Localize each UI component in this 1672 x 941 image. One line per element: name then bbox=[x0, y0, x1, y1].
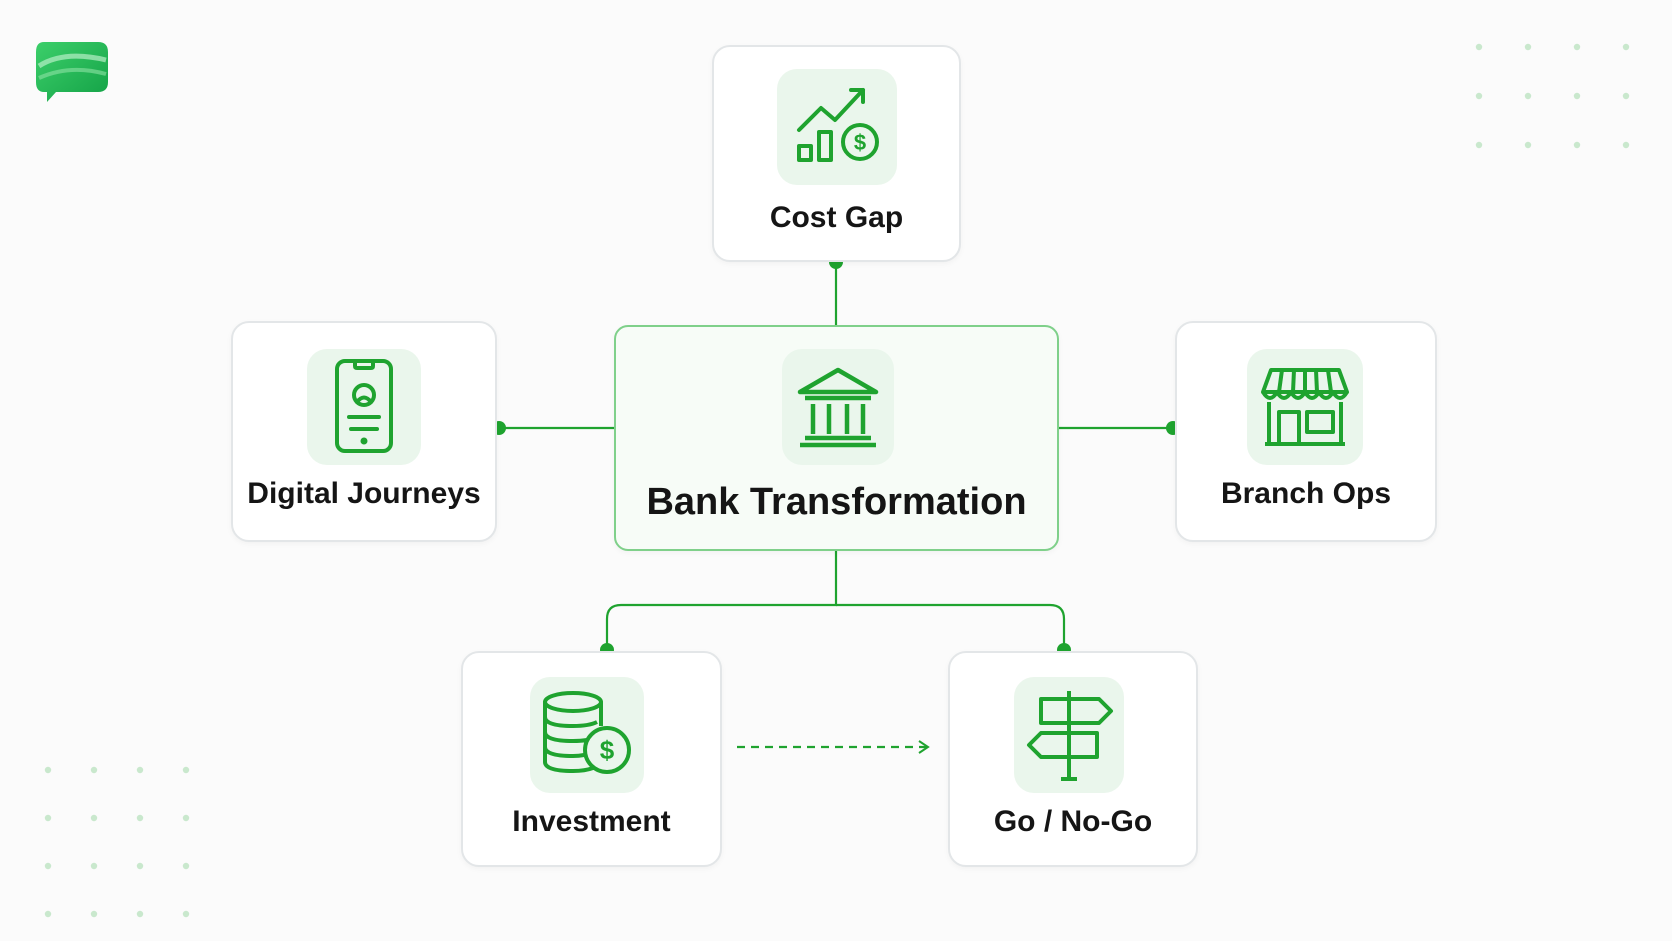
decorative-dot bbox=[44, 910, 52, 918]
node-label: Cost Gap bbox=[769, 201, 904, 234]
node-branch-ops[interactable]: Branch Ops bbox=[1175, 321, 1437, 542]
decorative-dot bbox=[1573, 141, 1581, 149]
dot-grid-bottom-left bbox=[44, 766, 190, 918]
decorative-dot bbox=[1622, 141, 1630, 149]
coins-dollar-icon: $ bbox=[543, 691, 631, 774]
edge-center-investment bbox=[605, 551, 838, 650]
decorative-dot bbox=[136, 910, 144, 918]
bank-icon bbox=[797, 367, 879, 448]
decorative-dot bbox=[1524, 141, 1532, 149]
decorative-dot bbox=[1573, 43, 1581, 51]
decorative-dot bbox=[1475, 92, 1483, 100]
decorative-dot bbox=[182, 814, 190, 822]
node-label: Branch Ops bbox=[1220, 477, 1392, 510]
decorative-dot bbox=[1622, 92, 1630, 100]
node-label: Go / No-Go bbox=[993, 805, 1153, 838]
chat-bubble-logo-icon bbox=[36, 42, 108, 102]
decorative-dot bbox=[182, 910, 190, 918]
decorative-dot bbox=[182, 766, 190, 774]
node-investment[interactable]: $ Investment bbox=[461, 651, 722, 867]
decorative-dot bbox=[90, 766, 98, 774]
decorative-dot bbox=[44, 766, 52, 774]
node-cost-gap[interactable]: $ Cost Gap bbox=[712, 45, 961, 262]
icon-tile: $ bbox=[530, 677, 644, 793]
center-label: Bank Transformation bbox=[646, 481, 1027, 523]
svg-text:$: $ bbox=[600, 735, 615, 765]
node-label: Investment bbox=[512, 805, 671, 838]
decorative-dot bbox=[1524, 92, 1532, 100]
growth-chart-dollar-icon: $ bbox=[797, 88, 879, 162]
decorative-dot bbox=[44, 814, 52, 822]
decorative-dot bbox=[1475, 43, 1483, 51]
decorative-dot bbox=[90, 910, 98, 918]
decorative-dot bbox=[1475, 141, 1483, 149]
decorative-dot bbox=[90, 814, 98, 822]
edge-center-go-no-go bbox=[836, 603, 1066, 650]
node-label: Digital Journeys bbox=[247, 477, 481, 510]
decorative-dot bbox=[182, 862, 190, 870]
decorative-dot bbox=[44, 862, 52, 870]
dot-grid-top-right bbox=[1475, 43, 1630, 149]
decorative-dot bbox=[90, 862, 98, 870]
decorative-dot bbox=[1573, 92, 1581, 100]
icon-tile bbox=[782, 349, 894, 465]
icon-tile: $ bbox=[777, 69, 897, 185]
signpost-icon bbox=[1027, 691, 1113, 781]
decorative-dot bbox=[136, 862, 144, 870]
node-go-no-go[interactable]: Go / No-Go bbox=[948, 651, 1198, 867]
svg-text:$: $ bbox=[854, 130, 866, 155]
icon-tile bbox=[1014, 677, 1124, 793]
icon-tile bbox=[1247, 349, 1363, 465]
decorative-dot bbox=[1622, 43, 1630, 51]
node-bank-transformation[interactable]: Bank Transformation bbox=[614, 325, 1059, 551]
decorative-dot bbox=[136, 814, 144, 822]
mobile-phone-icon bbox=[335, 359, 393, 453]
decorative-dot bbox=[136, 766, 144, 774]
decorative-dot bbox=[1524, 43, 1532, 51]
storefront-icon bbox=[1261, 368, 1349, 446]
node-digital-journeys[interactable]: Digital Journeys bbox=[231, 321, 497, 542]
icon-tile bbox=[307, 349, 421, 465]
